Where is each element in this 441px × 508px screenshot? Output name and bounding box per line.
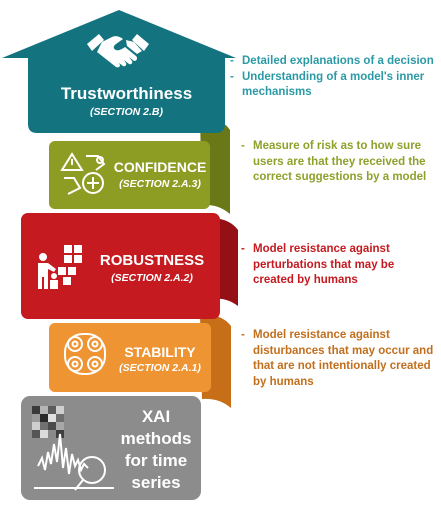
handshake-icon [87, 34, 149, 68]
trust-bullets: Detailed explanations of a decision Unde… [230, 54, 439, 101]
confidence-bullets: Measure of risk as to how sure users are… [241, 139, 431, 186]
gears-icon [64, 333, 106, 375]
confidence-bullet-1: Measure of risk as to how sure users are… [241, 139, 431, 186]
stability-section: (SECTION 2.A.1) [119, 362, 201, 374]
xai-line-3: for time [124, 451, 188, 470]
robustness-section: (SECTION 2.A.2) [111, 272, 193, 284]
time-series-icon [32, 406, 114, 491]
confidence-icon [60, 152, 106, 195]
stability-bullet-1: Model resistance against disturbances th… [241, 328, 436, 390]
robustness-bullet-1: Model resistance against perturbations t… [241, 242, 431, 289]
trust-section: (SECTION 2.B) [90, 106, 163, 118]
robustness-bullets: Model resistance against perturbations t… [241, 242, 431, 289]
stability-bullets: Model resistance against disturbances th… [241, 328, 436, 390]
trust-house-shape [2, 10, 236, 133]
trust-bullet-2: Understanding of a model's inner mechani… [230, 70, 439, 101]
robustness-block [21, 213, 220, 319]
confidence-title: CONFIDENCE [113, 159, 207, 175]
trust-bullet-1: Detailed explanations of a decision [230, 54, 439, 70]
xai-line-1: XAI [141, 407, 171, 426]
trust-title: Trustworthiness [60, 84, 193, 103]
robustness-icon [38, 245, 82, 289]
stability-title: STABILITY [124, 344, 196, 360]
robustness-title: ROBUSTNESS [99, 252, 205, 269]
xai-line-4: series [131, 473, 181, 492]
xai-line-2: methods [120, 429, 192, 448]
xai-block [21, 396, 201, 500]
confidence-section: (SECTION 2.A.3) [119, 178, 201, 190]
